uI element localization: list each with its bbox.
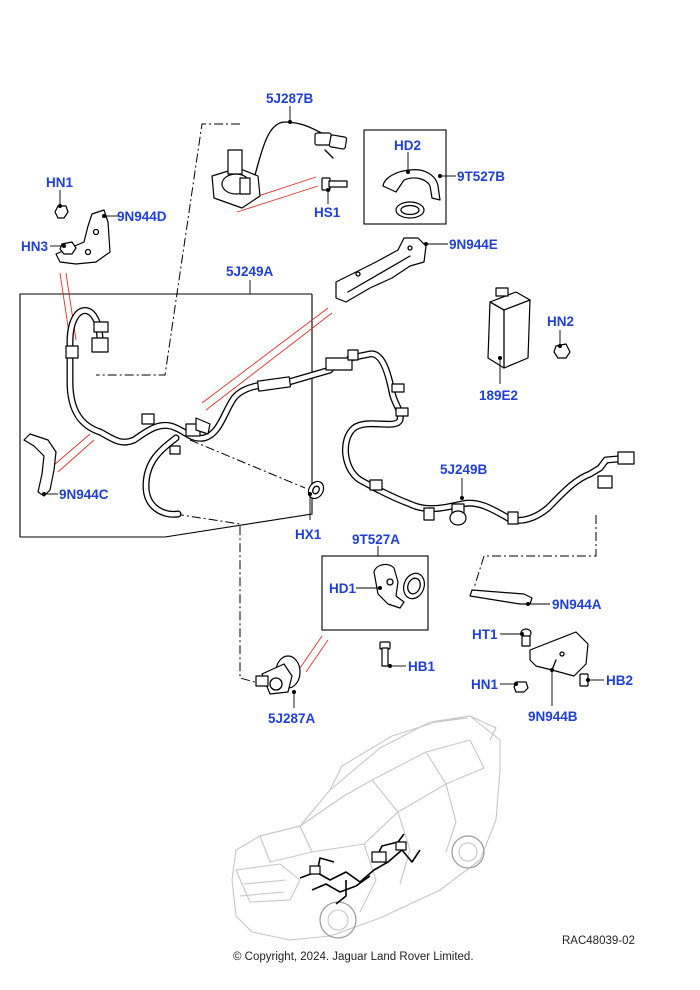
label-9N944E: 9N944E: [449, 237, 498, 252]
label-9N944D: 9N944D: [117, 209, 167, 224]
label-HN2: HN2: [547, 314, 574, 329]
part-labels: 5J287B HD2 9T527B HN1 9N944D HS1 HN3 9N9…: [21, 91, 633, 726]
bracket-9N944D-drawing: [54, 205, 111, 265]
label-HN1-bottom: HN1: [471, 677, 498, 692]
bracket-9N944B-drawing: [513, 628, 589, 693]
label-HS1: HS1: [314, 205, 341, 220]
label-189E2: 189E2: [479, 388, 518, 403]
hose-5J249B-drawing: [325, 349, 635, 526]
label-HN3: HN3: [21, 239, 48, 254]
group-box-5J249A: [19, 293, 313, 538]
label-5J287A: 5J287A: [268, 711, 316, 726]
label-9N944A: 9N944A: [552, 597, 602, 612]
label-9T527B: 9T527B: [457, 169, 505, 184]
nut-HN3-drawing: [59, 241, 77, 255]
bracket-9T527A-drawing: [373, 563, 425, 609]
reference-code: RAC48039-02: [562, 935, 635, 947]
label-5J249B: 5J249B: [440, 462, 488, 477]
sensor-5J287A-drawing: [255, 655, 301, 695]
label-9N944B: 9N944B: [528, 709, 578, 724]
group-box-9T527B: [363, 129, 447, 225]
label-HX1: HX1: [295, 527, 322, 542]
strap-9N944A-drawing: [469, 589, 533, 605]
group-box-9T527A: [321, 555, 429, 631]
copyright-notice: © Copyright, 2024. Jaguar Land Rover Lim…: [233, 951, 474, 963]
label-HN1-top: HN1: [46, 175, 73, 190]
grommet-HX1-drawing: [307, 480, 325, 500]
bolt-HB1-drawing: [379, 641, 391, 667]
label-HD1: HD1: [329, 581, 356, 596]
label-5J287B: 5J287B: [266, 91, 314, 106]
sensor-5J287B-drawing: [211, 121, 348, 209]
shield-9N944E-drawing: [335, 237, 427, 303]
hose-5J249A-drawing: [65, 307, 334, 518]
leader-lines: [42, 106, 604, 708]
bracket-9T527B-drawing: [382, 169, 441, 219]
label-HB2: HB2: [606, 673, 633, 688]
label-5J249A: 5J249A: [226, 264, 274, 279]
connection-lines: [96, 123, 597, 685]
label-9N944C: 9N944C: [59, 487, 109, 502]
label-9T527A: 9T527A: [352, 532, 400, 547]
module-189E2-drawing: [487, 287, 571, 369]
label-HT1: HT1: [472, 627, 498, 642]
label-HB1: HB1: [408, 659, 435, 674]
bracket-9N944C-drawing: [23, 433, 57, 497]
bolt-HS1-drawing: [321, 177, 348, 191]
label-HD2: HD2: [394, 138, 421, 153]
vehicle-illustration: [231, 715, 501, 941]
